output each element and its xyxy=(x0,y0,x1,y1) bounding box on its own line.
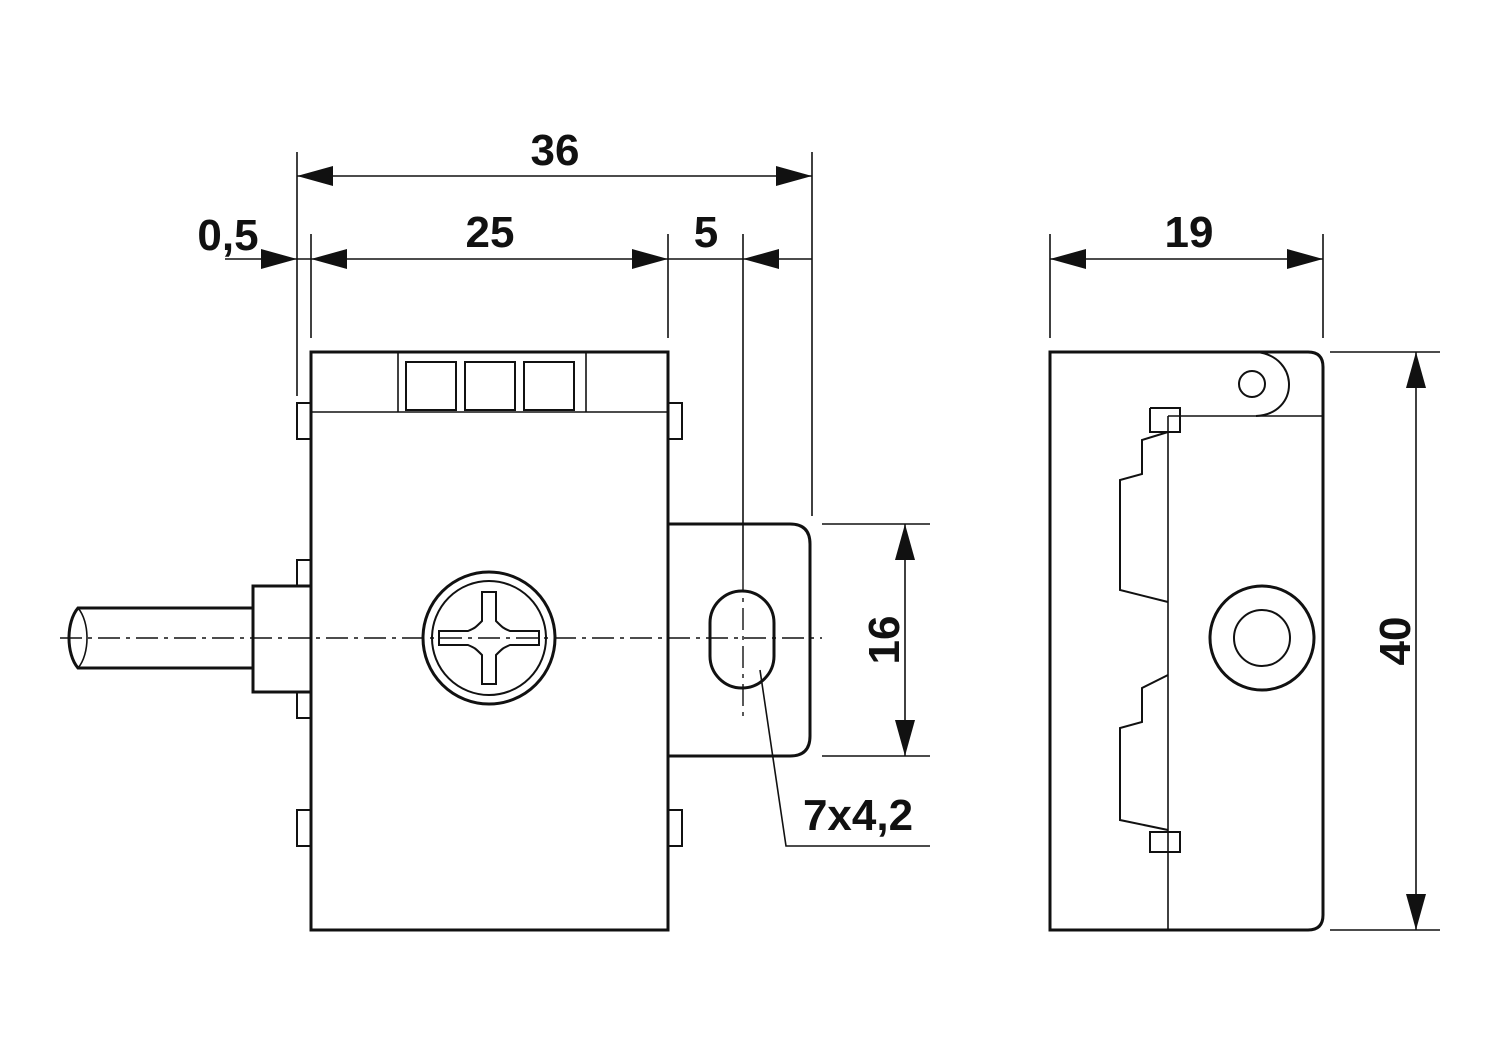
mounting-tab xyxy=(668,522,812,758)
mounting-slot xyxy=(708,589,776,690)
clip-right-bottom xyxy=(667,809,683,847)
side-screw-outer xyxy=(1208,584,1316,692)
slot-leader xyxy=(759,669,930,847)
screw-cross-icon xyxy=(438,591,540,685)
clip-left-bottom xyxy=(296,809,312,847)
rail-clip-top xyxy=(1119,407,1181,603)
dim-tab-width: 5 xyxy=(694,208,718,257)
dim-side-depth: 19 xyxy=(1165,208,1214,257)
dim-slot: 7x4,2 xyxy=(803,791,913,840)
clip-left-top xyxy=(296,402,312,440)
dim-total-height: 40 xyxy=(1371,617,1420,666)
dim-offset: 0,5 xyxy=(197,211,258,260)
cable-gland xyxy=(251,584,313,694)
side-screw-inner xyxy=(1233,609,1291,667)
side-dimensions xyxy=(1049,234,1440,931)
dim-tab-height: 16 xyxy=(860,616,909,665)
terminal-window-2 xyxy=(464,361,516,411)
hinge-hole xyxy=(1238,370,1266,398)
terminal-window-3 xyxy=(523,361,575,411)
front-body-outline xyxy=(309,350,670,932)
front-view xyxy=(60,350,822,932)
terminal-window-1 xyxy=(405,361,457,411)
side-body-outline xyxy=(1048,350,1325,932)
side-view xyxy=(1048,350,1325,932)
dim-body-width: 25 xyxy=(466,208,515,257)
clip-right-top xyxy=(667,402,683,440)
dim-overall-width: 36 xyxy=(531,126,580,175)
rail-clip-bottom xyxy=(1119,674,1181,853)
front-dimensions xyxy=(225,152,930,847)
